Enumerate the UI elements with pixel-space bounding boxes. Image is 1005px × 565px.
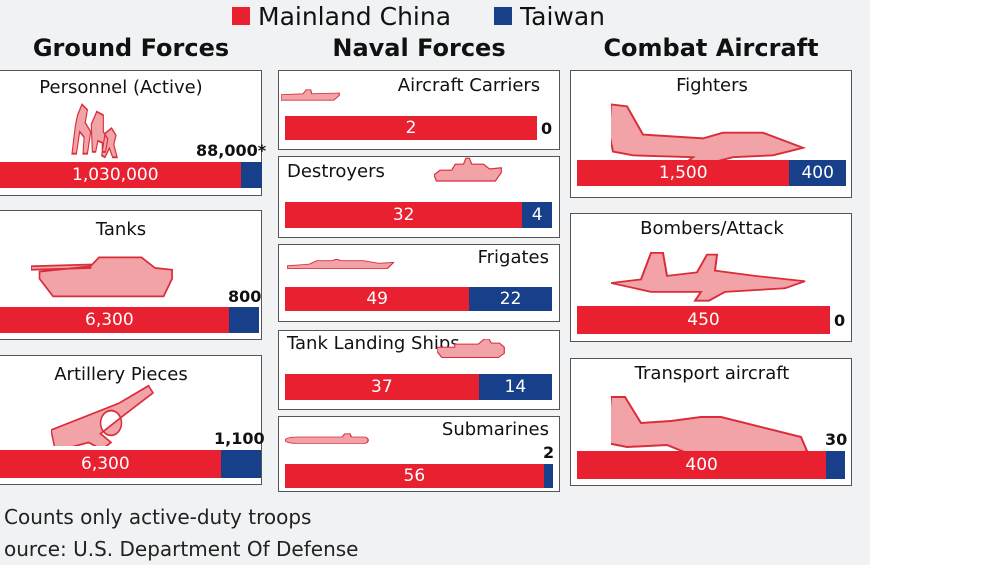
legend-china-label: Mainland China [258, 1, 452, 31]
transport-plane-icon [605, 383, 811, 459]
panel-title: Aircraft Carriers [397, 75, 541, 96]
legend-china-swatch [232, 7, 250, 25]
footnote-note: Counts only active-duty troops [4, 505, 312, 529]
bar-segment-china: 56 [285, 464, 544, 488]
panel-title: Destroyers [287, 161, 385, 182]
value-label-china: 400 [685, 455, 718, 475]
bar-transport-aircraft: 400 [577, 451, 845, 479]
value-label-taiwan: 14 [504, 377, 527, 397]
value-label-china: 6,300 [85, 310, 134, 330]
value-label-taiwan: 1,100 [214, 429, 265, 448]
bar-segment-taiwan [220, 450, 261, 478]
bar-segment-china: 6,300 [0, 307, 229, 333]
frigate-icon [286, 258, 437, 289]
bomber-jet-icon [610, 244, 811, 306]
footnote-source: ource: U.S. Department Of Defense [4, 537, 359, 561]
bar-segment-china: 400 [577, 451, 827, 479]
soldiers-icon [61, 97, 171, 161]
value-label-taiwan: 4 [531, 205, 543, 225]
bar-segment-china: 1,030,000 [0, 162, 241, 188]
bar-segment-taiwan [543, 464, 553, 488]
aircraft-carrier-icon [280, 89, 391, 117]
landing-ship-icon [436, 338, 555, 375]
panel-title: Artillery Pieces [54, 364, 188, 385]
fighter-jet-icon [607, 95, 811, 166]
panel-title: Personnel (Active) [39, 77, 203, 98]
bar-segment-taiwan: 22 [469, 287, 552, 311]
value-label-taiwan: 22 [499, 289, 522, 309]
panel-title: Fighters [676, 75, 748, 96]
panel-title: Bombers/Attack [640, 218, 784, 239]
bar-segment-china: 6,300 [0, 450, 221, 478]
bar-segment-taiwan [228, 307, 259, 333]
bar-segment-china: 2 [285, 116, 537, 140]
legend-taiwan-swatch [494, 7, 512, 25]
value-label-china: 56 [403, 466, 426, 486]
value-label-china: 450 [687, 310, 720, 330]
value-label-china: 32 [392, 205, 415, 225]
tank-icon [30, 245, 201, 307]
bar-destroyers: 32 4 [285, 202, 552, 228]
bar-segment-taiwan: 4 [522, 202, 552, 228]
bar-segment-china: 1,500 [577, 160, 790, 186]
bar-tanks: 6,300 [0, 307, 259, 333]
bar-submarines: 56 [285, 464, 553, 488]
value-label-taiwan: 0 [541, 119, 553, 138]
value-label-taiwan: 0 [834, 311, 846, 330]
value-label-taiwan: 2 [543, 443, 555, 462]
artillery-icon [50, 384, 201, 453]
bar-tank-landing-ships: 37 14 [285, 374, 552, 400]
bar-artillery-pieces: 6,300 [0, 450, 261, 478]
panel-title: Tank Landing Ships [287, 333, 460, 354]
bar-bombers-attack: 450 [577, 306, 830, 334]
panel-title: Submarines [441, 419, 549, 440]
legend-taiwan: Taiwan [494, 0, 605, 32]
section-title-aircraft: Combat Aircraft [603, 34, 819, 62]
bar-segment-taiwan [240, 162, 262, 188]
submarine-icon [284, 433, 415, 461]
value-label-china: 1,030,000 [72, 165, 159, 185]
value-label-taiwan: 400 [801, 163, 834, 183]
legend-taiwan-label: Taiwan [520, 1, 606, 31]
panel-title: Tanks [95, 219, 147, 240]
value-label-taiwan: 800 [228, 287, 262, 306]
value-label-taiwan: 88,000* [196, 141, 267, 160]
bar-frigates: 49 22 [285, 287, 552, 311]
value-label-taiwan: 30 [825, 430, 848, 449]
section-title-naval: Naval Forces [332, 34, 506, 62]
bar-segment-china: 450 [577, 306, 830, 334]
bar-segment-china: 37 [285, 374, 479, 400]
value-label-china: 6,300 [81, 454, 130, 474]
bar-segment-taiwan: 400 [789, 160, 846, 186]
value-label-china: 49 [366, 289, 388, 309]
value-label-china: 1,500 [658, 163, 708, 183]
bar-aircraft-carriers: 2 [285, 116, 537, 140]
destroyer-icon [433, 157, 552, 199]
bar-fighters: 1,500 400 [577, 160, 846, 186]
section-title-ground: Ground Forces [32, 34, 230, 62]
bar-segment-china: 49 [285, 287, 470, 311]
value-label-china: 37 [371, 377, 393, 397]
panel-title: Transport aircraft [634, 363, 790, 384]
bar-personnel-active: 1,030,000 [0, 162, 262, 188]
value-label-china: 2 [405, 118, 417, 138]
bar-segment-china: 32 [285, 202, 523, 228]
panel-title: Frigates [477, 247, 549, 268]
bar-segment-taiwan [826, 451, 845, 479]
legend-china: Mainland China [232, 0, 451, 32]
bar-segment-taiwan: 14 [478, 374, 552, 400]
